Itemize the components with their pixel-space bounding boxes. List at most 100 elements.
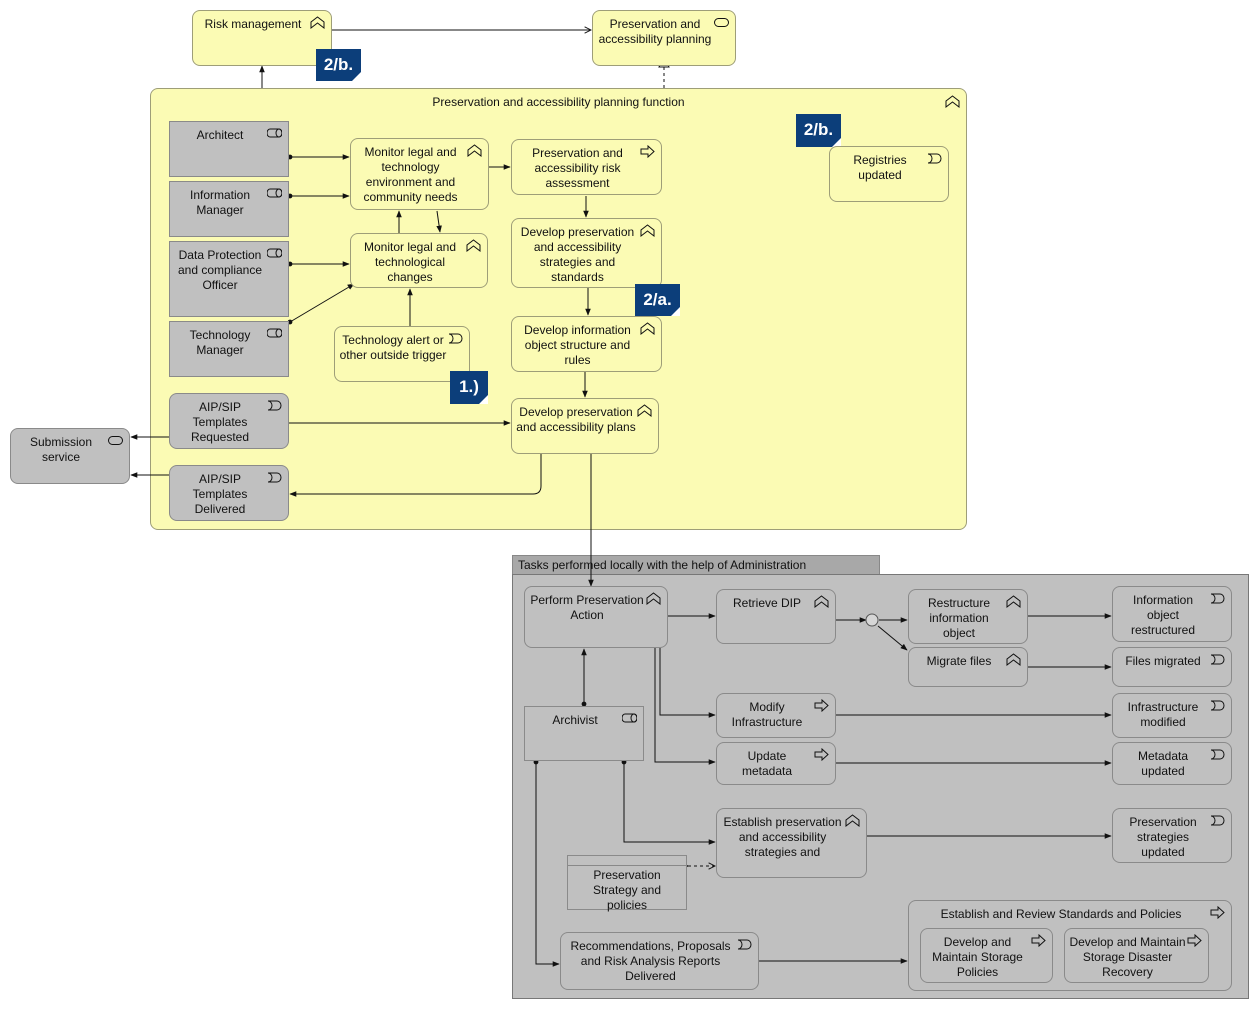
event-icon (1210, 748, 1225, 761)
role-icon (267, 327, 282, 340)
process-icon (640, 145, 655, 158)
function-icon (466, 239, 481, 252)
restructure-node[interactable]: Restructure information object (908, 589, 1028, 644)
aip-requested-label: AIP/SIP Templates Requested (190, 400, 250, 444)
dpo-role[interactable]: Data Protection and compliance Officer (169, 241, 289, 317)
migrate-files-node[interactable]: Migrate files (908, 647, 1028, 687)
aip-requested-event[interactable]: AIP/SIP Templates Requested (169, 393, 289, 449)
monitor-legal-changes-label: Monitor legal and technological changes (363, 240, 457, 284)
strategies-updated-event[interactable]: Preservation strategies updated (1112, 808, 1232, 863)
tag-2b-mid-label: 2/b. (803, 120, 834, 139)
storage-policies-node[interactable]: Develop and Maintain Storage Policies (920, 928, 1053, 983)
risk-management-label: Risk management (204, 17, 302, 31)
role-icon (267, 127, 282, 140)
role-icon (267, 247, 282, 260)
modify-infra-node[interactable]: Modify Infrastructure (716, 693, 836, 738)
metadata-updated-event[interactable]: Metadata updated (1112, 742, 1232, 785)
strategies-updated-label: Preservation strategies updated (1129, 815, 1197, 859)
develop-info-object-node[interactable]: Develop information object structure and… (511, 316, 662, 372)
local-tasks-title: Tasks performed locally with the help of… (518, 558, 807, 572)
function-icon (1006, 653, 1021, 666)
risk-assessment-node[interactable]: Preservation and accessibility risk asse… (511, 139, 662, 195)
function-icon (640, 322, 655, 335)
restructure-label: Restructure information object (927, 596, 991, 640)
function-icon (637, 404, 652, 417)
retrieve-dip-label: Retrieve DIP (732, 596, 802, 610)
registries-updated-label: Registries updated (853, 153, 907, 182)
monitor-legal-env-node[interactable]: Monitor legal and technology environment… (350, 138, 489, 210)
function-icon (1006, 595, 1021, 608)
strategy-policies-object[interactable]: Preservation Strategy and policies (567, 855, 687, 912)
process-icon (1031, 934, 1046, 947)
information-manager-label: Information Manager (189, 188, 251, 217)
tag-1-label: 1.) (459, 377, 479, 396)
technology-alert-event[interactable]: Technology alert or other outside trigge… (334, 326, 470, 382)
architect-role[interactable]: Architect (169, 121, 289, 177)
perform-preservation-label: Perform Preservation Action (530, 593, 644, 622)
risk-assessment-label: Preservation and accessibility risk asse… (532, 146, 623, 190)
event-icon (927, 152, 942, 165)
infra-modified-label: Infrastructure modified (1127, 700, 1199, 729)
preservation-planning-node[interactable]: Preservation and accessibility planning (592, 10, 736, 66)
disaster-recovery-node[interactable]: Develop and Maintain Storage Disaster Re… (1064, 928, 1209, 983)
technology-manager-role[interactable]: Technology Manager (169, 321, 289, 377)
submission-service-label: Submission service (29, 435, 93, 464)
archivist-role[interactable]: Archivist (524, 706, 644, 761)
process-icon (1187, 934, 1202, 947)
perform-preservation-node[interactable]: Perform Preservation Action (524, 586, 668, 648)
update-metadata-node[interactable]: Update metadata (716, 742, 836, 785)
information-manager-role[interactable]: Information Manager (169, 181, 289, 237)
process-icon (814, 748, 829, 761)
modify-infra-label: Modify Infrastructure (731, 700, 803, 729)
update-metadata-label: Update metadata (741, 749, 793, 778)
object-divider (568, 865, 686, 866)
planning-function-title: Preservation and accessibility planning … (432, 95, 685, 109)
function-icon (845, 814, 860, 827)
function-icon (814, 595, 829, 608)
event-icon (1210, 814, 1225, 827)
recommendations-event[interactable]: Recommendations, Proposals and Risk Anal… (560, 932, 759, 990)
event-icon (267, 471, 282, 484)
function-icon (646, 592, 661, 605)
tag-2b-top: 2/b. (316, 49, 361, 81)
submission-service-node[interactable]: Submission service (10, 428, 130, 484)
develop-strategies-label: Develop preservation and accessibility s… (520, 225, 635, 284)
establish-strategies-node[interactable]: Establish preservation and accessibility… (716, 808, 867, 878)
info-restructured-event[interactable]: Information object restructured (1112, 586, 1232, 642)
function-icon (310, 16, 325, 29)
monitor-legal-env-label: Monitor legal and technology environment… (363, 145, 458, 204)
monitor-legal-changes-node[interactable]: Monitor legal and technological changes (350, 233, 488, 288)
archivist-label: Archivist (552, 713, 598, 727)
registries-updated-event[interactable]: Registries updated (829, 146, 949, 202)
retrieve-dip-node[interactable]: Retrieve DIP (716, 589, 836, 644)
event-icon (1210, 592, 1225, 605)
develop-info-object-label: Develop information object structure and… (524, 323, 631, 367)
migrate-files-label: Migrate files (926, 654, 992, 668)
role-icon (622, 712, 637, 725)
tag-2b-mid: 2/b. (796, 114, 841, 147)
develop-strategies-node[interactable]: Develop preservation and accessibility s… (511, 218, 662, 288)
event-icon (1210, 653, 1225, 666)
aip-delivered-event[interactable]: AIP/SIP Templates Delivered (169, 465, 289, 521)
process-icon (814, 699, 829, 712)
tag-2b-top-label: 2/b. (323, 55, 354, 74)
risk-management-node[interactable]: Risk management (192, 10, 332, 66)
preservation-planning-label: Preservation and accessibility planning (598, 17, 712, 46)
strategy-policies-label: Preservation Strategy and policies (592, 868, 662, 912)
metadata-updated-label: Metadata updated (1137, 749, 1189, 778)
dpo-label: Data Protection and compliance Officer (177, 248, 263, 292)
tag-1: 1.) (450, 371, 488, 404)
event-icon (448, 332, 463, 345)
function-icon (467, 144, 482, 157)
architect-label: Architect (196, 128, 244, 142)
infra-modified-event[interactable]: Infrastructure modified (1112, 693, 1232, 738)
local-tasks-tab: Tasks performed locally with the help of… (512, 555, 880, 575)
develop-plans-node[interactable]: Develop preservation and accessibility p… (511, 398, 659, 454)
process-icon (1210, 906, 1225, 919)
files-migrated-event[interactable]: Files migrated (1112, 647, 1232, 687)
event-icon (1210, 699, 1225, 712)
storage-policies-label: Develop and Maintain Storage Policies (932, 935, 1023, 979)
files-migrated-label: Files migrated (1125, 654, 1201, 668)
function-icon (640, 224, 655, 237)
recommendations-label: Recommendations, Proposals and Risk Anal… (570, 939, 731, 983)
